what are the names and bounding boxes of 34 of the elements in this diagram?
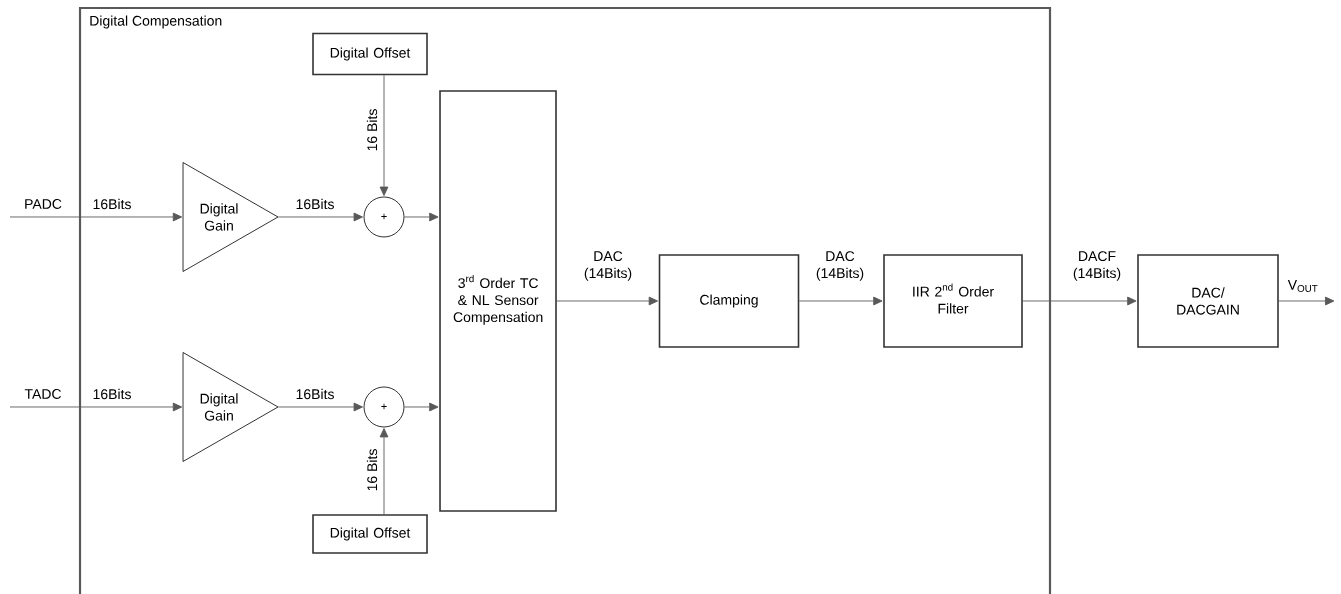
- arrow: [277, 212, 363, 222]
- arrow: [277, 402, 363, 412]
- edge-label: 16Bits: [91, 197, 133, 211]
- edge-label: 16Bits: [294, 197, 336, 211]
- edge-label: DACF (14Bits): [1063, 250, 1131, 282]
- summing-junction: +: [363, 196, 405, 238]
- arrow: [9, 212, 183, 222]
- signal-name: PADC: [25, 199, 62, 209]
- edge-label: 16 Bits: [365, 107, 379, 153]
- edge-label: DAC (14Bits): [576, 250, 640, 282]
- process-box: Clamping: [658, 254, 800, 348]
- signal-name: TADC: [24, 389, 62, 399]
- process-box: $\begin{array}{c}\text{3}^{\text{rd}}\text{ Order TC}\\ \text{\& NL Sensor}\\ \text{Compensation}\end{array}$: [439, 90, 557, 512]
- process-box: $\begin{array}{c}\text{IIR 2}^{\text{nd}}\text{ Order}\\ \text{Filter}\end{array}$: [883, 254, 1023, 348]
- amplifier-triangle: Digital Gain: [182, 352, 279, 462]
- process-box: DAC/ DACGAIN: [1137, 254, 1279, 348]
- arrow: [403, 402, 439, 412]
- arrow: [556, 296, 659, 306]
- arrow: [379, 74, 389, 196]
- arrow: [9, 402, 183, 412]
- edge-label: DAC (14Bits): [808, 250, 872, 282]
- edge-label: 16Bits: [91, 387, 133, 401]
- arrow: [379, 428, 389, 515]
- process-box: Digital Offset: [312, 514, 428, 554]
- amplifier-triangle: Digital Gain: [182, 162, 279, 272]
- arrow: [1022, 296, 1137, 306]
- arrow: [1278, 296, 1335, 306]
- edge-label: 16 Bits: [365, 447, 379, 493]
- edge-label: 16Bits: [294, 387, 336, 401]
- process-box: Digital Offset: [312, 32, 428, 76]
- edge-label: $\text{V}_{\text{OUT}}$: [1286, 279, 1320, 293]
- arrow: [798, 296, 883, 306]
- arrow: [403, 212, 439, 222]
- summing-junction: +: [363, 386, 405, 428]
